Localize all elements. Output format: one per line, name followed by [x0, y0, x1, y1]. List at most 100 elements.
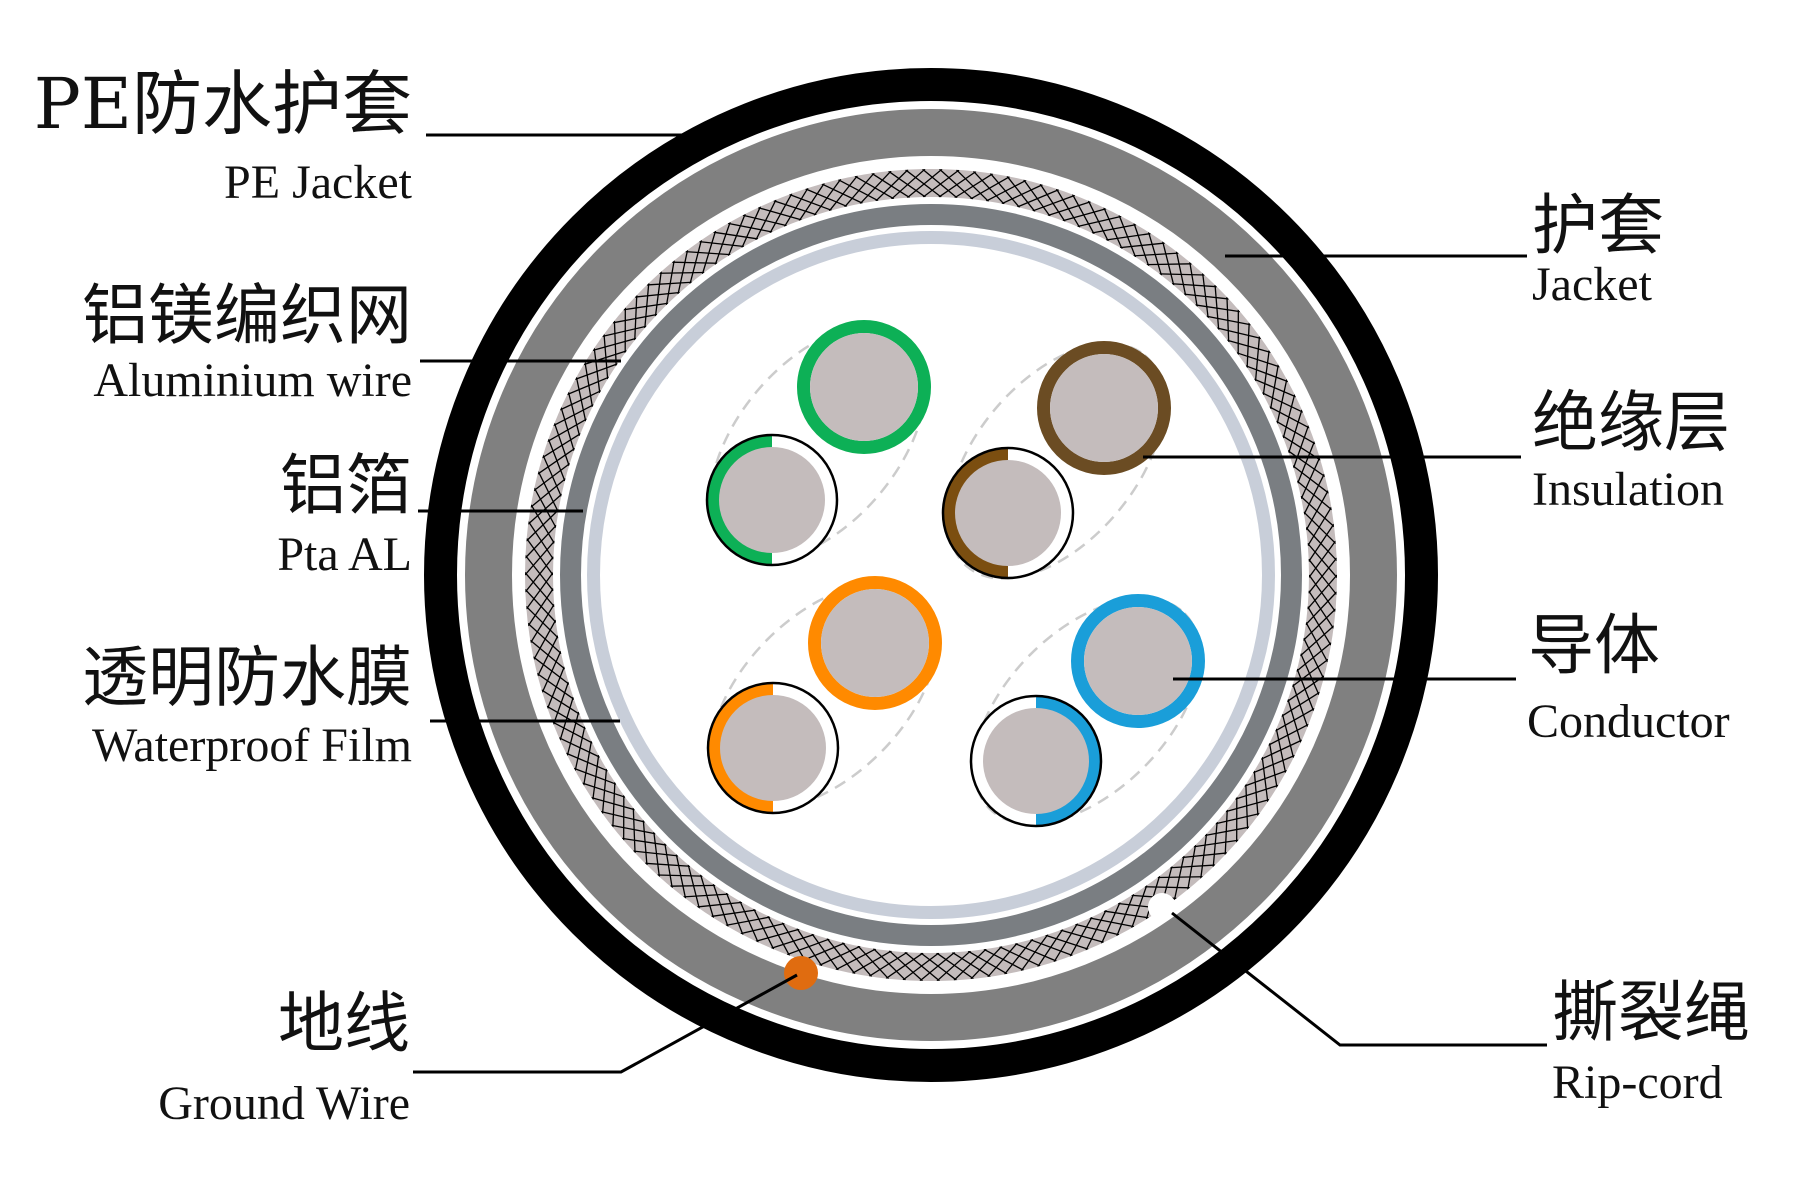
braid-strand — [1023, 179, 1051, 217]
braid-strand — [1055, 188, 1081, 228]
braid-strand — [665, 260, 675, 306]
braid-strand — [796, 928, 823, 967]
braid-strand — [1103, 207, 1123, 250]
braid-strand — [1292, 425, 1310, 469]
braid-strand — [541, 651, 562, 693]
braid-strand — [1287, 699, 1302, 743]
wire-green — [797, 320, 931, 454]
braid-strand — [600, 810, 646, 823]
braid-strand — [891, 169, 926, 200]
braid-strand — [781, 922, 807, 962]
braid-strand — [1227, 339, 1271, 354]
braid-strand — [1187, 844, 1197, 890]
conductors — [705, 320, 1205, 828]
braid-strand — [552, 721, 593, 744]
braid-strand — [922, 169, 958, 199]
braid-strand — [633, 850, 679, 857]
braid-strand — [1103, 910, 1149, 919]
braid-strand — [805, 188, 848, 208]
leader-rip-cord — [1171, 911, 1547, 1047]
ground-wire — [784, 956, 818, 990]
braid-strand — [574, 726, 586, 771]
leader-lines — [413, 133, 1547, 1074]
braid-strand — [1053, 923, 1079, 963]
braid-strand — [592, 337, 637, 351]
pair-outline-brown — [946, 342, 1166, 580]
braid-strand — [711, 909, 756, 918]
label-aluminium-wire-cn: 铝镁编织网 — [82, 277, 412, 354]
label-waterproof-film-en: Waterproof Film — [92, 719, 412, 772]
braid-strand — [1118, 214, 1137, 258]
braid-strand — [1260, 739, 1303, 760]
braid-strand — [1296, 480, 1333, 511]
braid-strand — [653, 831, 660, 877]
braid-strand — [956, 169, 990, 202]
braid-strand — [664, 843, 673, 888]
braid-strand — [835, 948, 877, 971]
leader-ground-wire — [413, 973, 798, 1074]
braid-strand — [541, 689, 580, 715]
braid-strand — [1017, 189, 1060, 208]
conductor-core — [810, 333, 918, 441]
wire-blue-white — [969, 694, 1103, 828]
braid-strand — [826, 938, 856, 975]
braid-strand — [987, 942, 1018, 978]
braid-strand — [727, 222, 773, 233]
braid-strand — [623, 302, 669, 311]
cable-layers — [424, 68, 1438, 1082]
insulation-orange — [808, 576, 942, 710]
braid-strand — [525, 509, 560, 542]
braid-strand — [533, 619, 557, 660]
braid-strand — [699, 874, 715, 918]
braid-strand — [1261, 392, 1304, 413]
braid-strand — [1189, 262, 1198, 307]
braid-strand — [567, 376, 610, 396]
braid-strand — [1119, 242, 1165, 249]
braid-strand — [670, 884, 716, 887]
conductor-core — [1084, 607, 1192, 715]
braid-strand — [1303, 637, 1325, 679]
braid-strand — [525, 572, 555, 608]
foil-ring — [560, 204, 1302, 946]
insulation-brown — [1037, 341, 1171, 475]
conductor-core — [1050, 354, 1158, 462]
braid-strand — [854, 175, 895, 200]
label-ground-wire-cn: 地线 — [278, 985, 410, 1062]
braid-strand — [739, 900, 759, 943]
braid-strand — [821, 183, 863, 204]
braid-strand — [559, 696, 574, 741]
braid-strand — [632, 807, 636, 853]
braid-strand — [727, 213, 746, 257]
pair-outline-orange — [709, 581, 939, 811]
braid-strand — [634, 295, 638, 341]
braid-strand — [1276, 379, 1288, 424]
braid-strand — [905, 169, 942, 198]
braid-strand — [798, 182, 825, 222]
braid-strand — [1071, 194, 1095, 235]
insulation-green — [797, 320, 931, 454]
braid-strand — [802, 942, 845, 961]
braid-strand — [771, 933, 815, 949]
braid-strand — [1001, 184, 1043, 205]
label-pe-jacket-cn: PE防水护套 — [34, 63, 412, 145]
braid-strand — [786, 938, 830, 956]
braid-strand — [527, 588, 554, 627]
braid-strand — [1144, 886, 1190, 889]
braid-strand — [525, 540, 556, 576]
wire-orange-white — [706, 681, 840, 815]
braid-strand — [1236, 352, 1280, 368]
label-pta-al-en: Pta AL — [277, 528, 412, 581]
braid-strand — [868, 951, 908, 977]
braid-strand — [1254, 336, 1261, 382]
braid-strand — [1296, 668, 1315, 712]
braid-strand — [1253, 770, 1259, 816]
conductor-core — [955, 460, 1061, 566]
braid-strand — [675, 854, 687, 899]
braid-strand — [1047, 201, 1091, 217]
braid-strand — [742, 214, 787, 227]
braid-strand — [985, 179, 1027, 202]
braid-strand — [546, 705, 587, 730]
braid-strand — [583, 740, 593, 786]
braid-strand — [902, 952, 940, 981]
